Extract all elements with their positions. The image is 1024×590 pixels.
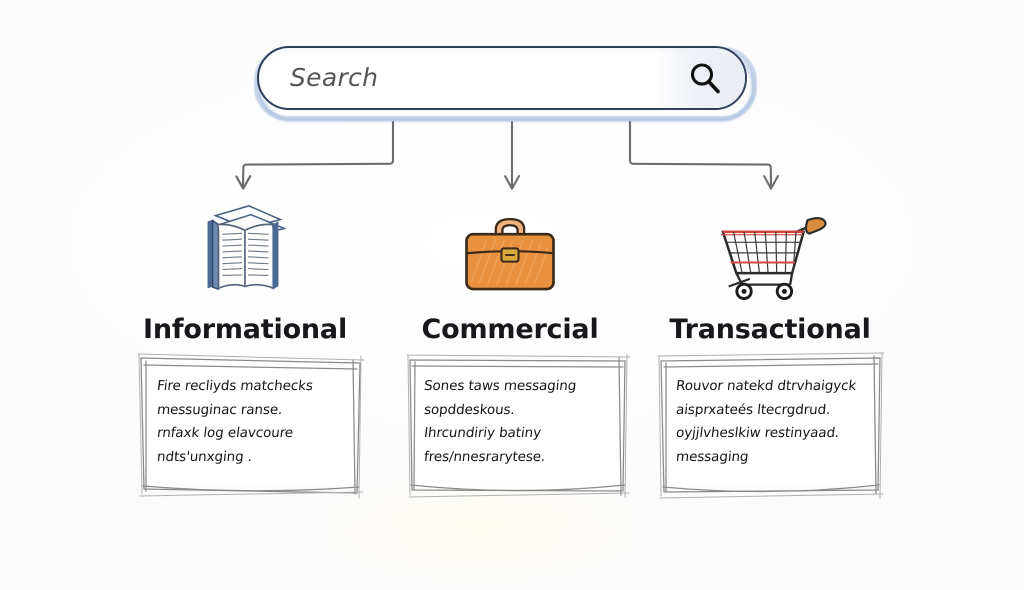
search-bar-body[interactable] [257, 46, 747, 110]
note-border-sketch [657, 352, 885, 499]
note-line: Sones taws messaging [423, 378, 578, 394]
note-line: Ihrcundiriy batiny [423, 425, 542, 441]
note-line: fres/nnesrarytese. [423, 448, 546, 465]
note-line: sopddeskous. [423, 401, 516, 418]
note-border-sketch [406, 353, 631, 498]
search-input[interactable]: Search [290, 62, 379, 92]
category-label-commercial: Commercial [421, 314, 599, 345]
note-line: messuginac ranse. [156, 401, 284, 418]
note-border-sketch [137, 353, 365, 499]
note-box-commercial: Sones taws messaging sopddeskous. Ihrcun… [406, 353, 631, 498]
note-line: messaging [675, 448, 750, 465]
note-fill [665, 365, 874, 487]
category-informational: Informational [95, 190, 395, 345]
note-line: Fire recliyds matchecks [156, 378, 314, 394]
category-commercial: Commercial [360, 190, 660, 345]
note-fill [146, 365, 355, 487]
category-label-informational: Informational [142, 314, 348, 345]
search-bar[interactable]: Search [252, 44, 757, 122]
note-text-commercial: Sones taws messaging sopddeskous. Ihrcun… [423, 375, 617, 469]
note-line: oyjjlvheslkiw restinyaad. [675, 425, 841, 441]
category-label-transactional: Transactional [669, 314, 871, 345]
briefcase-icon [360, 190, 660, 300]
shopping-cart-icon [620, 190, 920, 300]
note-line: aisprxateés ltecrgdrud. [675, 401, 831, 418]
magnifier-icon[interactable] [687, 60, 723, 96]
note-text-informational: Fire recliyds matchecks messuginac ranse… [156, 375, 350, 469]
note-fill [413, 365, 622, 487]
note-text-transactional: Rouvor natekd dtrvhaigyck aisprxateés lt… [675, 375, 869, 469]
note-line: rnfaxk log elavcoure [156, 425, 295, 441]
note-box-transactional: Rouvor natekd dtrvhaigyck aisprxateés lt… [657, 352, 885, 499]
category-transactional: Transactional [620, 190, 920, 345]
open-book-icon [95, 190, 395, 300]
note-line: Rouvor natekd dtrvhaigyck [675, 378, 857, 394]
search-bar-right-pane [653, 48, 745, 108]
note-line: ndts'unxging . [156, 448, 253, 465]
note-box-informational: Fire recliyds matchecks messuginac ranse… [137, 353, 365, 499]
